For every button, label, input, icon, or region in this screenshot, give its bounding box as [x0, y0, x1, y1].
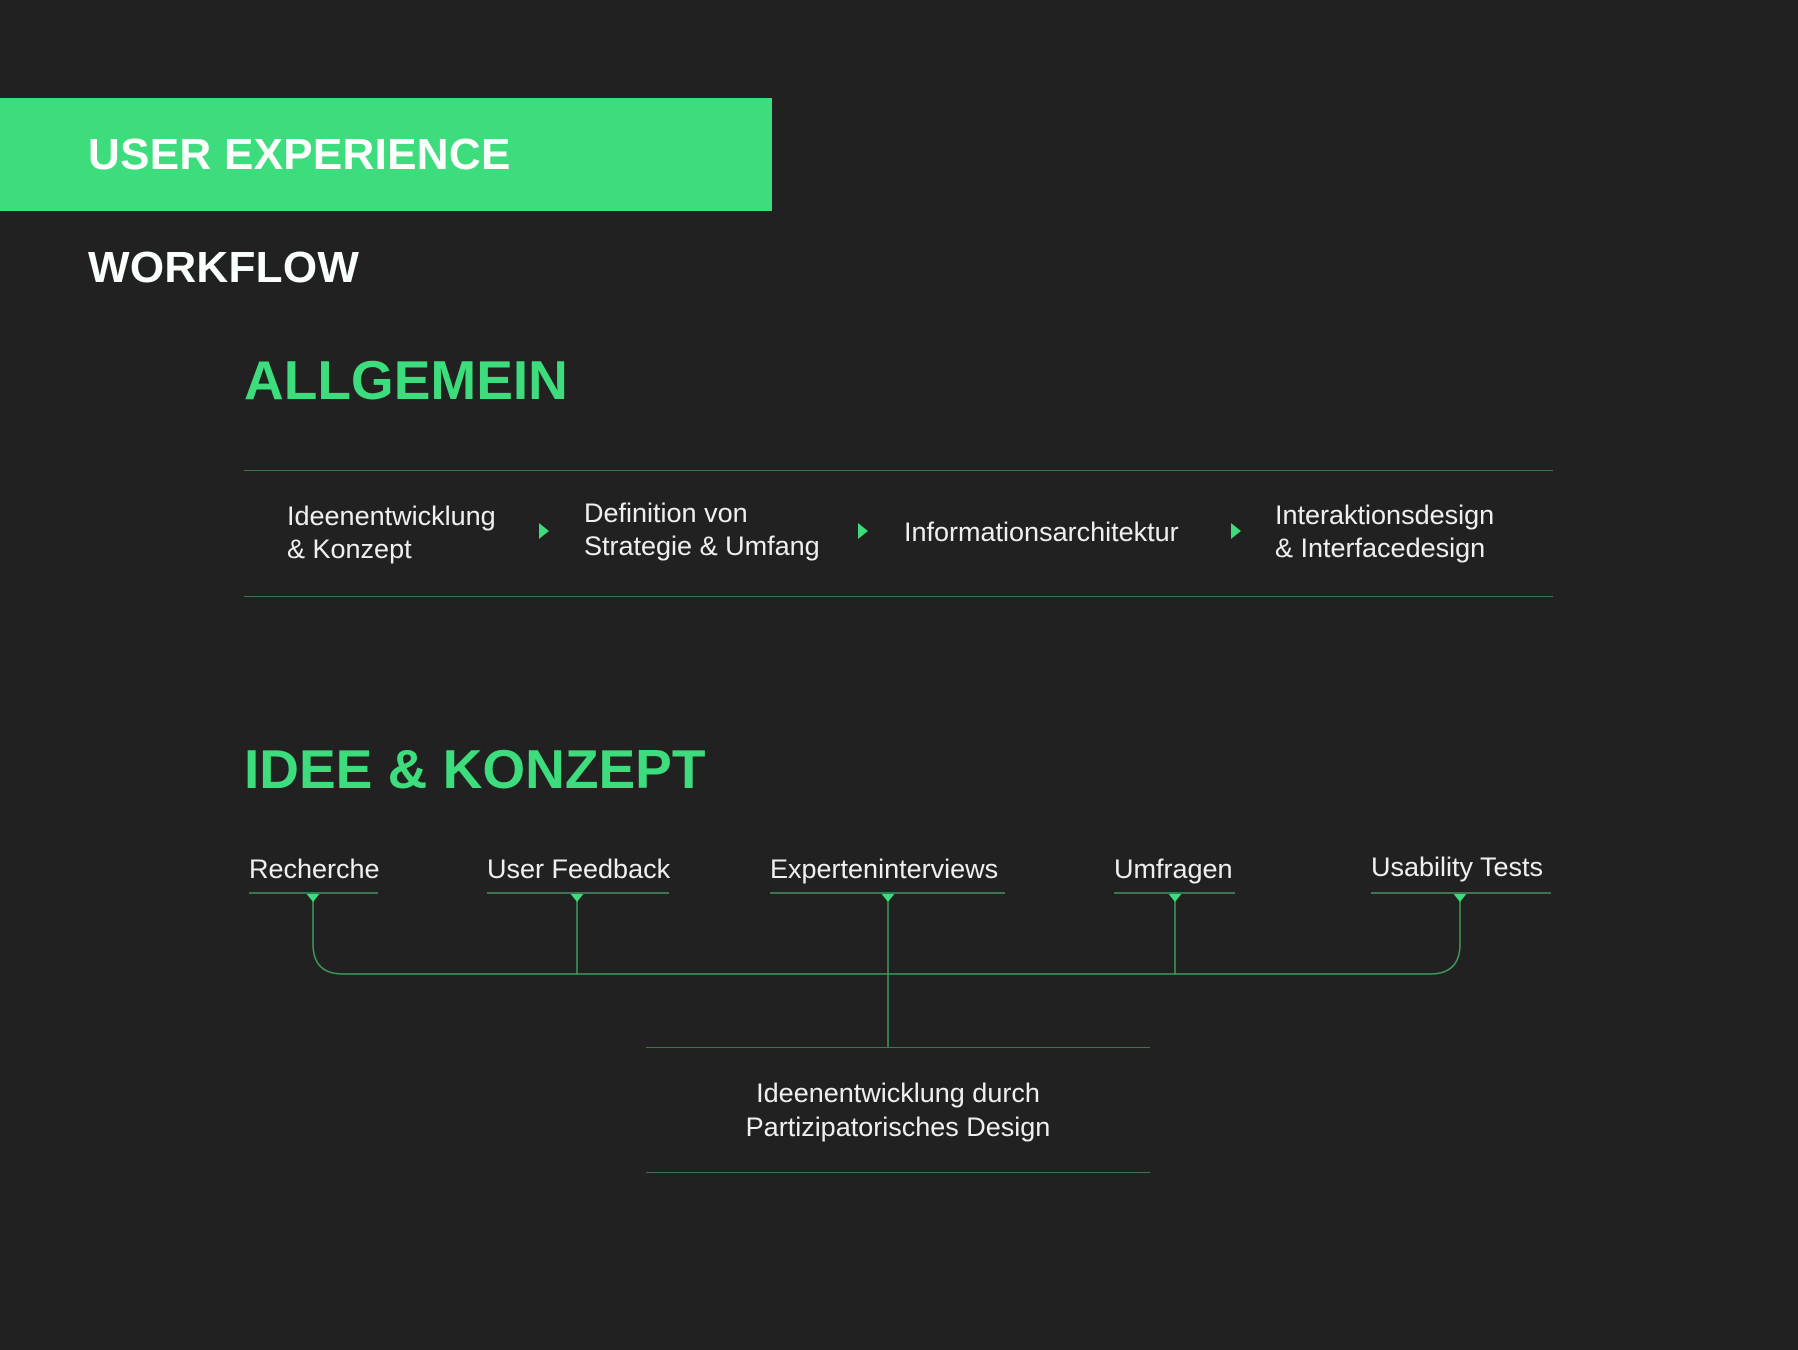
section-heading-idee-konzept: IDEE & KONZEPT	[244, 738, 706, 800]
step-line-2: & Interfacedesign	[1275, 533, 1486, 563]
divider-top	[244, 470, 1553, 471]
triangle-down-icon	[880, 892, 896, 902]
workflow-step-2: Definition von Strategie & Umfang	[584, 497, 820, 563]
section-heading-allgemein: ALLGEMEIN	[244, 349, 568, 411]
result-line-2: Partizipatorisches Design	[745, 1112, 1051, 1142]
result-box: Ideenentwicklung durch Partizipatorische…	[646, 1076, 1150, 1144]
workflow-step-3: Informationsarchitektur	[904, 516, 1179, 549]
triangle-down-icon	[1167, 892, 1183, 902]
input-underline	[249, 892, 378, 894]
input-label-umfragen: Umfragen	[1114, 854, 1233, 884]
arrow-right-icon	[1231, 523, 1241, 539]
divider-bottom	[244, 596, 1553, 597]
triangle-down-icon	[1452, 892, 1468, 902]
step-line-1: Ideenentwicklung	[287, 501, 496, 531]
input-label-recherche: Recherche	[249, 854, 380, 884]
result-divider-bottom	[646, 1172, 1150, 1173]
workflow-step-4: Interaktionsdesign & Interfacedesign	[1275, 499, 1494, 565]
input-underline	[770, 892, 1005, 894]
arrow-right-icon	[539, 523, 549, 539]
triangle-down-icon	[569, 892, 585, 902]
page-title: USER EXPERIENCE WORKFLOW	[88, 130, 511, 292]
input-label-usability-tests: Usability Tests	[1371, 852, 1544, 882]
result-divider-top	[646, 1047, 1150, 1048]
step-line-1: Informationsarchitektur	[904, 517, 1179, 547]
input-underline	[1371, 892, 1551, 894]
input-underline	[1114, 892, 1235, 894]
step-line-2: Strategie & Umfang	[584, 531, 820, 561]
triangle-down-icon	[305, 892, 321, 902]
input-label-user-feedback: User Feedback	[487, 854, 671, 884]
arrow-right-icon	[858, 523, 868, 539]
connector-bracket	[312, 896, 1461, 975]
result-line-1: Ideenentwicklung durch	[756, 1078, 1040, 1108]
title-banner: USER EXPERIENCE WORKFLOW	[0, 98, 772, 292]
input-underline	[487, 892, 669, 894]
step-line-1: Definition von	[584, 498, 748, 528]
step-line-1: Interaktionsdesign	[1275, 500, 1495, 530]
input-label-experteninterviews: Experteninterviews	[770, 854, 999, 884]
step-line-2: & Konzept	[287, 534, 412, 564]
workflow-step-1: Ideenentwicklung & Konzept	[287, 500, 496, 566]
